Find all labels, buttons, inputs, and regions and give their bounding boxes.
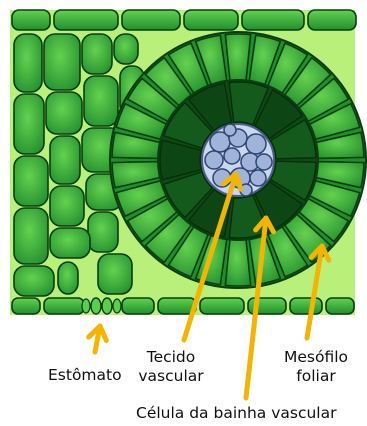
mesophyll-cell xyxy=(14,156,48,206)
mesophyll-cell xyxy=(114,34,138,64)
label-mesophyll: Mesófilo foliar xyxy=(276,348,356,386)
label-vascular-line2: vascular xyxy=(136,367,206,386)
vascular-cell xyxy=(250,170,266,186)
label-mesophyll-line1: Mesófilo xyxy=(276,348,356,367)
vascular-cell xyxy=(256,154,272,170)
guard-cell xyxy=(102,298,112,314)
mesophyll-cell xyxy=(88,212,118,252)
mesophyll-cell xyxy=(84,76,118,126)
mesophyll-cell xyxy=(82,34,112,74)
label-vascular-tissue: Tecido vascular xyxy=(136,348,206,386)
epidermis-cell xyxy=(242,10,304,30)
vascular-cell xyxy=(224,124,236,136)
epidermis-cell xyxy=(290,298,322,314)
guard-cell xyxy=(82,299,90,313)
mesophyll-cell xyxy=(98,254,132,294)
epidermis-cell xyxy=(326,298,354,314)
epidermis-cell xyxy=(12,10,50,30)
label-vascular-line1: Tecido xyxy=(136,348,206,367)
vascular-cell xyxy=(246,134,266,154)
mesophyll-cell xyxy=(50,228,90,258)
epidermis-cell xyxy=(122,298,154,314)
guard-cell xyxy=(113,299,121,313)
epidermis-cell xyxy=(12,298,40,314)
epidermis-cell xyxy=(184,10,238,30)
mesophyll-cell xyxy=(14,94,44,154)
mesophyll-cell xyxy=(14,34,42,92)
label-bundle-sheath-cell: Célula da bainha vascular xyxy=(136,404,336,423)
mesophyll-ring-cell xyxy=(225,34,250,80)
mesophyll-cell xyxy=(50,136,80,184)
guard-cell xyxy=(91,298,101,314)
epidermis-cell xyxy=(122,10,180,30)
mesophyll-cell xyxy=(58,262,78,294)
mesophyll-cell xyxy=(14,208,48,264)
epidermis-cell xyxy=(200,298,244,314)
arrow-stomata xyxy=(89,326,107,352)
mesophyll-cell xyxy=(46,92,82,134)
lower-epidermis xyxy=(12,298,354,314)
vascular-cell xyxy=(205,151,223,169)
mesophyll-cell xyxy=(14,266,54,296)
epidermis-cell xyxy=(308,10,356,30)
vascular-cell xyxy=(224,148,240,164)
mesophyll-ring-cell xyxy=(225,240,250,286)
mesophyll-cell xyxy=(50,186,84,226)
mesophyll-cell xyxy=(44,34,80,90)
epidermis-cell xyxy=(54,10,118,30)
epidermis-cell xyxy=(44,298,84,314)
label-mesophyll-line2: foliar xyxy=(276,367,356,386)
label-stomata: Estômato xyxy=(48,366,122,385)
